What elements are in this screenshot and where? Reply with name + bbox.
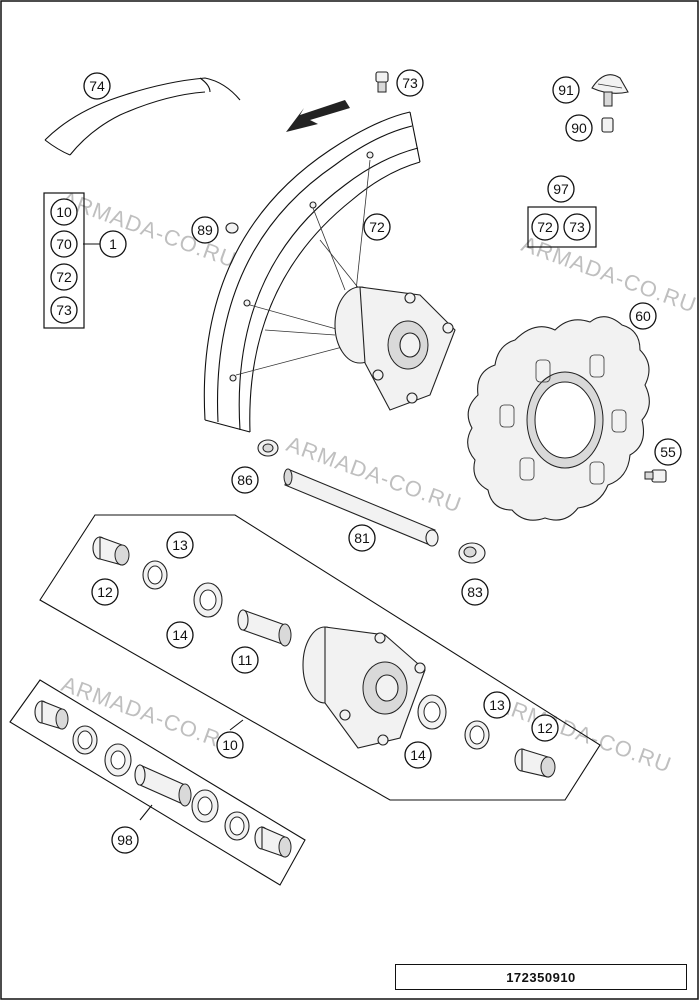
callout-1: 1 [99,230,127,258]
svg-text:72: 72 [537,219,553,235]
axle-nut-drawing [458,542,486,564]
svg-text:13: 13 [489,697,505,713]
callout-12-left: 12 [91,578,119,606]
disc-screw-drawing [644,469,667,483]
valve-assembly-drawing [591,74,629,133]
document-number-box: 172350910 [395,964,687,990]
svg-text:97: 97 [553,181,569,197]
callout-10-hub: 10 [216,731,244,759]
svg-text:11: 11 [238,652,253,668]
axle-drawing [283,468,439,547]
svg-text:89: 89 [197,222,213,238]
rim-tape-drawing [44,77,241,156]
callout-81: 81 [348,524,376,552]
bearing-kit-outline [9,679,306,886]
wheel-assembly-group-box [43,192,85,329]
bearing-kit-drawing [34,700,292,858]
leader-lines [83,243,244,821]
spoke-nipple-drawing [225,222,239,234]
callout-73-in-group: 73 [50,296,78,324]
hub-group-outline [39,514,601,801]
callout-97-72: 72 [531,213,559,241]
callout-90: 90 [565,114,593,142]
svg-text:10: 10 [222,737,238,753]
callout-83: 83 [461,578,489,606]
bushing-drawing [257,439,279,457]
svg-text:12: 12 [97,584,113,600]
svg-text:55: 55 [660,444,676,460]
callout-10-in-group: 10 [50,198,78,226]
callout-60: 60 [629,302,657,330]
callout-98: 98 [111,826,139,854]
callout-70: 70 [50,230,78,258]
hub-parts-drawing [92,536,556,778]
callout-74: 74 [83,72,111,100]
svg-text:12: 12 [537,720,553,736]
callout-97-73: 73 [563,213,591,241]
wheel-drawing [203,111,456,433]
svg-text:98: 98 [117,832,133,848]
svg-text:86: 86 [237,472,253,488]
callout-86: 86 [231,466,259,494]
svg-text:72: 72 [369,219,385,235]
svg-text:72: 72 [56,269,72,285]
kit-97-group-box [527,206,597,248]
svg-text:74: 74 [89,78,105,94]
svg-text:83: 83 [467,584,483,600]
svg-text:14: 14 [410,747,426,763]
svg-text:14: 14 [172,627,188,643]
callout-12-right: 12 [531,714,559,742]
callout-55: 55 [654,438,682,466]
svg-text:10: 10 [56,204,72,220]
svg-text:90: 90 [571,120,587,136]
svg-text:60: 60 [635,308,651,324]
callout-13-left: 13 [166,531,194,559]
svg-text:1: 1 [109,236,117,252]
svg-text:91: 91 [558,82,574,98]
svg-text:70: 70 [56,236,72,252]
brake-disc-drawing [467,316,650,521]
callout-72-in-group: 72 [50,263,78,291]
svg-text:73: 73 [402,75,418,91]
svg-text:73: 73 [56,302,72,318]
svg-text:81: 81 [354,530,370,546]
callout-13-right: 13 [483,691,511,719]
callout-73-valve-cap: 73 [396,69,424,97]
svg-text:13: 13 [172,537,188,553]
callout-72-spoke: 72 [363,213,391,241]
callout-14-right: 14 [404,741,432,769]
callout-14-left: 14 [166,621,194,649]
callout-91: 91 [552,76,580,104]
watermark-2: ARMADA-CO.RU [518,231,699,318]
callout-11: 11 [231,646,259,674]
direction-arrow-icon [286,100,350,132]
callout-97: 97 [547,175,575,203]
svg-text:73: 73 [569,219,585,235]
valve-cap-drawing [375,71,389,93]
callout-89: 89 [191,216,219,244]
document-number: 172350910 [506,969,576,985]
